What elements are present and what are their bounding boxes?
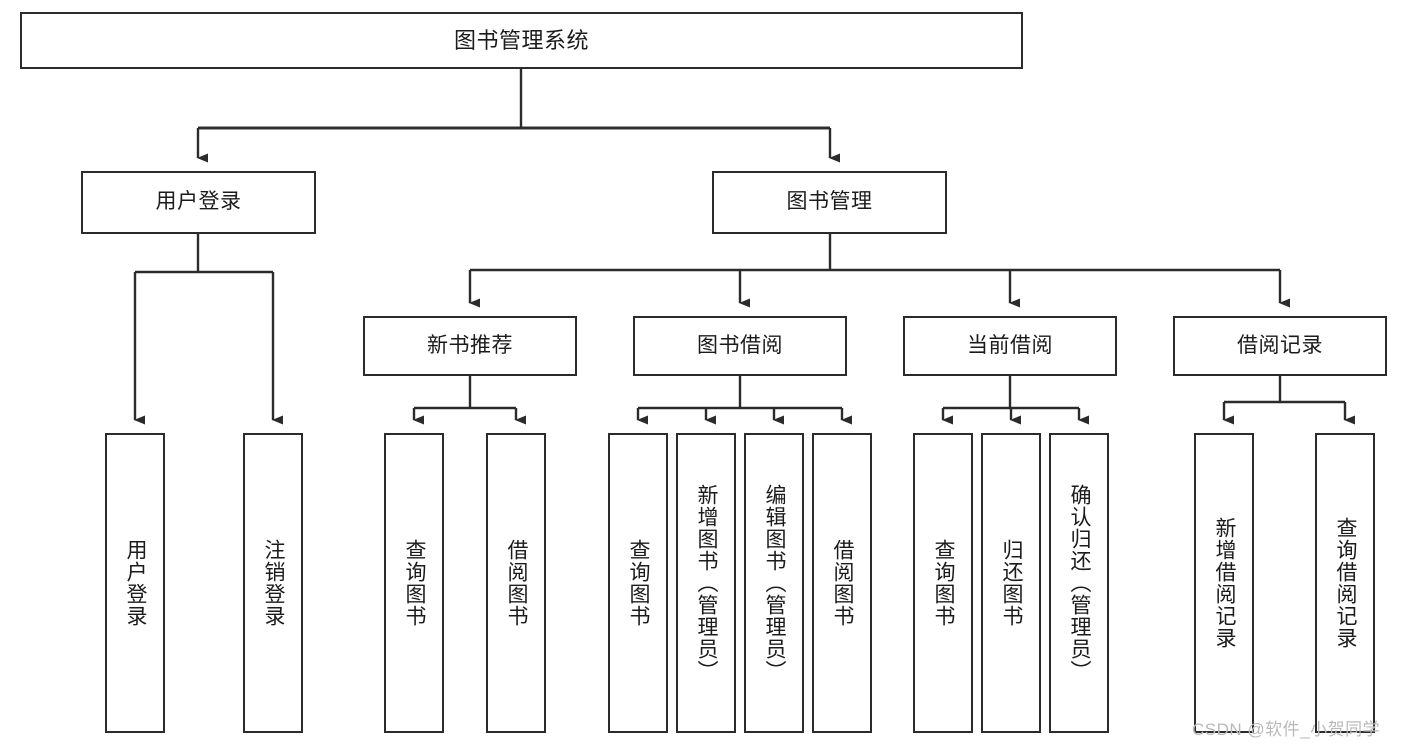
- node-book-management-label: 图书管理: [786, 190, 873, 214]
- leaf-logout-label: 注销登录: [262, 539, 286, 627]
- leaf-borrow-book-newbook-label: 借阅图书: [505, 539, 529, 627]
- node-current-borrow[interactable]: 当前借阅: [903, 316, 1117, 376]
- leaf-add-book-admin[interactable]: 新增图书（管理员）: [676, 433, 736, 733]
- leaf-borrow-book[interactable]: 借阅图书: [812, 433, 872, 733]
- leaf-query-book-current[interactable]: 查询图书: [913, 433, 973, 733]
- node-user-login-label: 用户登录: [155, 190, 242, 214]
- leaf-confirm-return-admin-label: 确认归还（管理员）: [1068, 484, 1092, 682]
- leaf-add-borrow-record[interactable]: 新增借阅记录: [1194, 433, 1254, 733]
- leaf-query-book-borrow[interactable]: 查询图书: [608, 433, 668, 733]
- leaf-edit-book-admin-label: 编辑图书（管理员）: [763, 484, 787, 682]
- node-root[interactable]: 图书管理系统: [20, 12, 1023, 69]
- node-book-borrow-label: 图书借阅: [697, 333, 783, 357]
- node-user-login[interactable]: 用户登录: [81, 171, 316, 234]
- leaf-query-book-borrow-label: 查询图书: [627, 539, 651, 627]
- leaf-query-borrow-record-label: 查询借阅记录: [1334, 517, 1358, 649]
- leaf-confirm-return-admin[interactable]: 确认归还（管理员）: [1049, 433, 1109, 733]
- leaf-user-login[interactable]: 用户登录: [105, 433, 165, 733]
- node-book-borrow[interactable]: 图书借阅: [633, 316, 847, 376]
- node-root-label: 图书管理系统: [453, 27, 589, 53]
- leaf-edit-book-admin[interactable]: 编辑图书（管理员）: [744, 433, 804, 733]
- leaf-logout[interactable]: 注销登录: [243, 433, 303, 733]
- node-borrow-records[interactable]: 借阅记录: [1173, 316, 1387, 376]
- leaf-query-book-newbook-label: 查询图书: [403, 539, 427, 627]
- node-borrow-records-label: 借阅记录: [1237, 333, 1323, 357]
- leaf-query-book-current-label: 查询图书: [932, 539, 956, 627]
- leaf-user-login-label: 用户登录: [124, 539, 148, 627]
- leaf-query-book-newbook[interactable]: 查询图书: [384, 433, 444, 733]
- leaf-add-borrow-record-label: 新增借阅记录: [1213, 517, 1237, 649]
- node-book-management[interactable]: 图书管理: [712, 171, 947, 234]
- leaf-borrow-book-label: 借阅图书: [831, 539, 855, 627]
- leaf-return-book[interactable]: 归还图书: [981, 433, 1041, 733]
- leaf-borrow-book-newbook[interactable]: 借阅图书: [486, 433, 546, 733]
- leaf-query-borrow-record[interactable]: 查询借阅记录: [1315, 433, 1375, 733]
- leaf-add-book-admin-label: 新增图书（管理员）: [695, 484, 719, 682]
- csdn-watermark: CSDN @软件_小贺同学: [1192, 720, 1381, 739]
- node-new-book-recommend[interactable]: 新书推荐: [363, 316, 577, 376]
- leaf-return-book-label: 归还图书: [1000, 539, 1024, 627]
- node-new-book-recommend-label: 新书推荐: [427, 333, 513, 357]
- node-current-borrow-label: 当前借阅: [967, 333, 1053, 357]
